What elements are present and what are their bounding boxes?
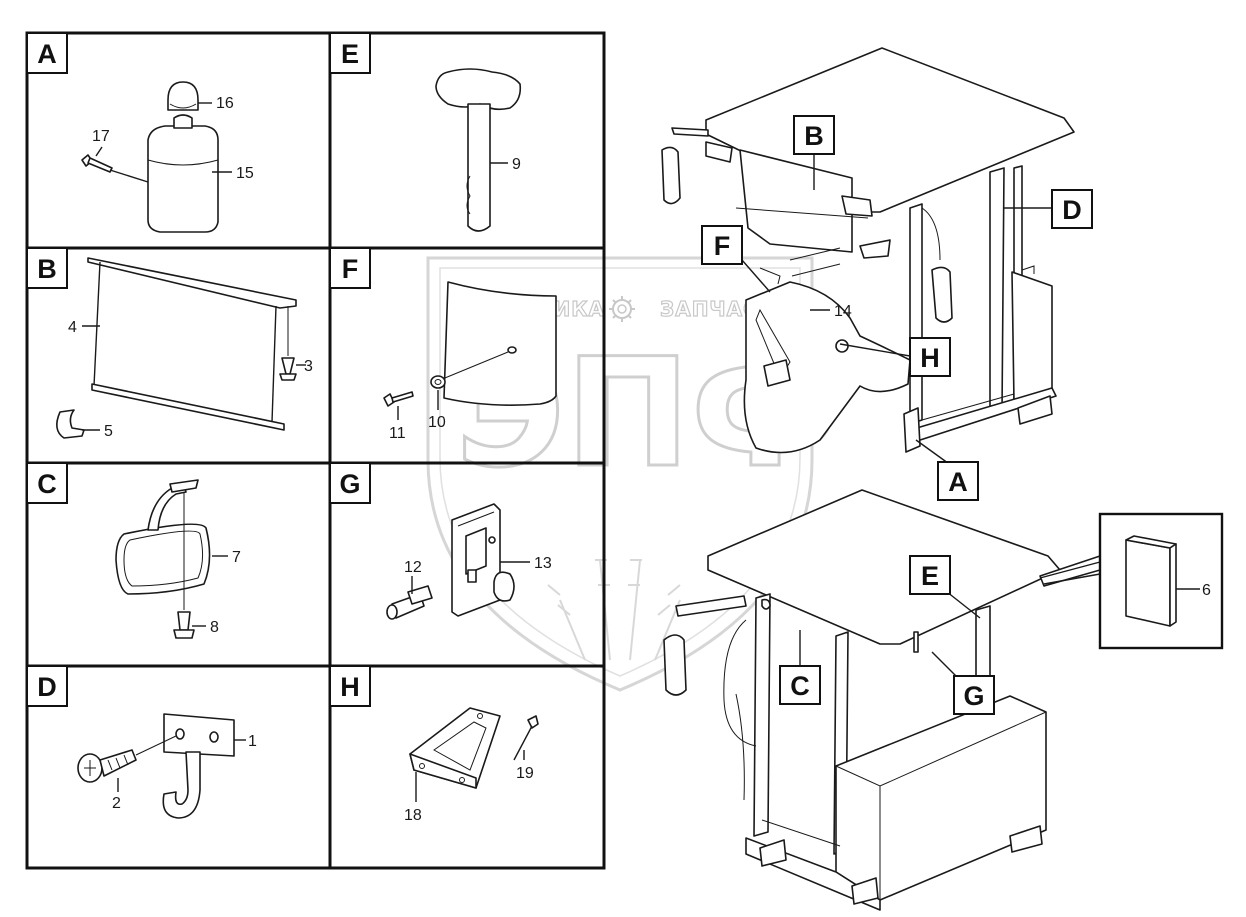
callout-5: 5 [104,423,113,440]
callout-10: 10 [428,414,446,431]
section-b-sunshade: 4 3 5 [56,257,313,440]
svg-text:E: E [341,39,359,69]
callout-15: 15 [236,165,254,182]
ref-label-f-upper: F [701,225,743,265]
ref-label-d-upper: D [1051,189,1093,229]
grid-frame [25,31,606,870]
callout-9: 9 [512,156,521,173]
gear-icon [609,296,635,322]
svg-text:H: H [340,672,360,702]
section-label-a: A [26,32,68,74]
svg-text:F: F [714,231,731,261]
callout-7: 7 [232,549,241,566]
ref-label-c-lower: C [779,665,821,705]
section-label-d: D [26,665,68,707]
svg-text:C: C [37,469,57,499]
section-label-e: E [329,32,371,74]
callout-19: 19 [516,765,534,782]
svg-text:G: G [963,681,984,711]
ref-label-b-upper: B [793,115,835,155]
callout-12: 12 [404,559,422,576]
svg-text:A: A [37,39,57,69]
callout-14: 14 [834,303,852,320]
section-label-g: G [329,462,371,504]
detail-grid: A E B F C G D H [25,31,606,870]
callout-4: 4 [68,319,77,336]
svg-text:A: A [948,467,968,497]
svg-text:H: H [920,343,940,373]
callout-6: 6 [1202,582,1211,599]
section-c-mirror: 7 8 [115,479,241,639]
section-label-c: C [26,462,68,504]
callout-18: 18 [404,807,422,824]
upper-cab-assembly: 14 B D F H A [661,47,1093,501]
section-label-f: F [329,247,371,289]
callout-17: 17 [92,128,110,145]
section-e-t-handle: 9 [435,68,522,232]
ref-label-e-lower: E [909,555,951,595]
callout-13: 13 [534,555,552,572]
section-g-latch: 12 13 [386,503,552,620]
svg-text:B: B [804,121,824,151]
svg-text:B: B [37,254,57,284]
svg-text:F: F [342,254,359,284]
callout-16: 16 [216,95,234,112]
svg-text:D: D [37,672,57,702]
callout-2: 2 [112,795,121,812]
callout-11: 11 [389,425,406,442]
lower-cab-assembly: E C G 6 [663,489,1224,911]
callout-8: 8 [210,619,219,636]
section-label-b: B [26,247,68,289]
svg-text:C: C [790,671,810,701]
section-a-bottle: 16 17 15 [81,81,254,233]
section-label-h: H [329,665,371,707]
watermark-wheat-icon [547,559,681,661]
svg-text:D: D [1062,195,1082,225]
ref-label-g-lower: G [953,675,995,715]
callout-3: 3 [304,358,313,375]
ref-label-h-upper: H [909,337,951,377]
svg-text:G: G [339,469,360,499]
section-h-bracket: 19 18 [404,707,539,824]
svg-text:E: E [921,561,939,591]
detail-box-6: 6 [1039,512,1224,650]
section-f-cover: 11 10 [383,281,557,442]
ref-label-a-upper: A [937,461,979,501]
section-d-hook: 1 2 [77,713,257,819]
callout-1: 1 [248,733,257,750]
